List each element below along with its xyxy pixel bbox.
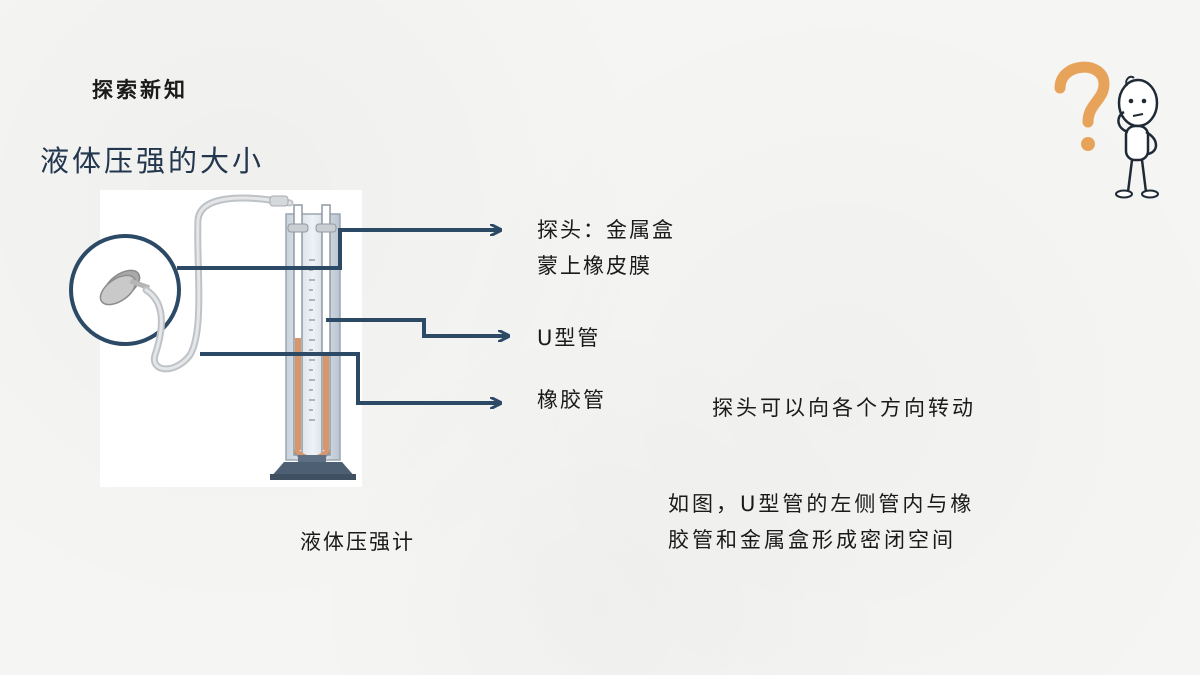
- apparatus-caption: 液体压强计: [300, 530, 415, 554]
- hose-leader-arrow: [200, 352, 500, 403]
- u-tube-apparatus: [270, 204, 356, 480]
- u-tube-leader-arrow: [326, 318, 508, 336]
- thinking-figure-icon: [1054, 61, 1159, 199]
- rotate-note: 探头可以向各个方向转动: [712, 396, 976, 420]
- section-label: 探索新知: [92, 78, 188, 102]
- probe-label-line2: 蒙上橡皮膜: [537, 254, 652, 278]
- probe-label-line1: 探头：金属盒: [537, 218, 675, 242]
- probe-leader-arrow: [177, 230, 500, 270]
- hose-label: 橡胶管: [537, 388, 606, 412]
- page-title: 液体压强的大小: [40, 144, 265, 178]
- closed-note-line2: 胶管和金属盒形成密闭空间: [668, 528, 956, 552]
- question-mark-icon: [1054, 61, 1110, 128]
- closed-space-note: 如图，U型管的左侧管内与橡 胶管和金属盒形成密闭空间: [668, 486, 1088, 558]
- u-tube-label: U型管: [537, 326, 601, 350]
- closed-note-line1: 如图，U型管的左侧管内与橡: [668, 492, 975, 516]
- probe-label: 探头：金属盒 蒙上橡皮膜: [537, 212, 777, 284]
